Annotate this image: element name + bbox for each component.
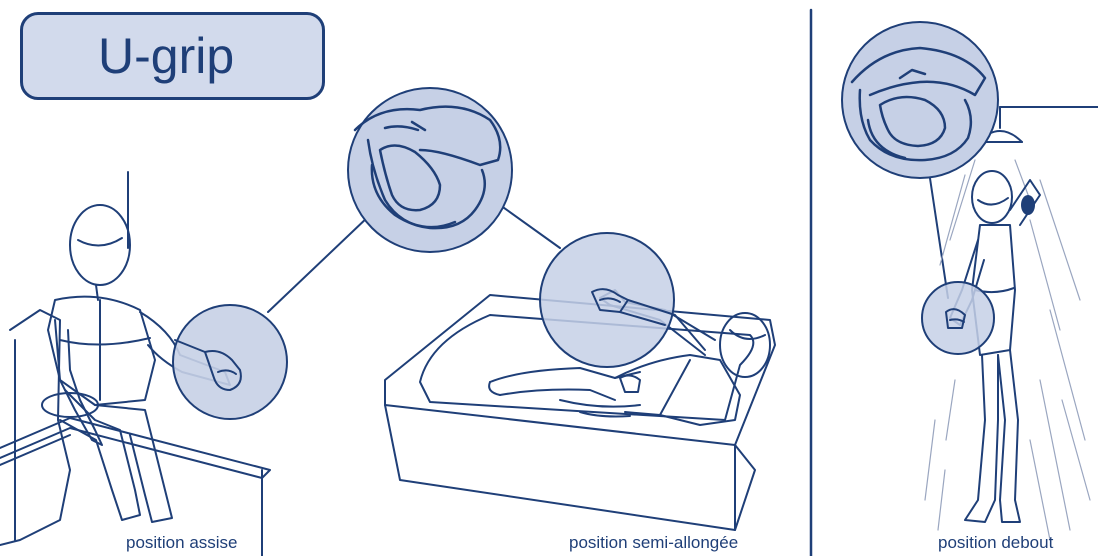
- standing-zoom-callout: [841, 21, 999, 179]
- caption-standing: position debout: [938, 533, 1054, 552]
- caption-semi-reclined: position semi-allongée: [569, 533, 739, 552]
- connector-standing: [927, 164, 949, 299]
- bath-hand-icon: [591, 288, 706, 351]
- connector-seated: [267, 214, 371, 313]
- standing-figure-head: [971, 170, 1013, 224]
- title-box: U-grip: [20, 12, 325, 100]
- shower-scene: [924, 106, 1098, 541]
- connector-bath: [499, 204, 561, 249]
- bath-figure-head: [719, 312, 771, 378]
- seated-grip-highlight: [172, 304, 288, 420]
- standing-grip-detail-icon: [850, 46, 987, 162]
- standing-hand-icon: [945, 308, 966, 329]
- seated-figure-head: [69, 204, 131, 286]
- bath-grip-highlight: [539, 232, 675, 368]
- page-title: U-grip: [98, 28, 235, 84]
- caption-seated: position assise: [126, 533, 238, 552]
- standing-grip-highlight: [921, 281, 995, 355]
- shower-water: [924, 159, 1091, 541]
- seated-hand-icon: [174, 339, 242, 391]
- hand-grip-detail-icon: [353, 105, 502, 230]
